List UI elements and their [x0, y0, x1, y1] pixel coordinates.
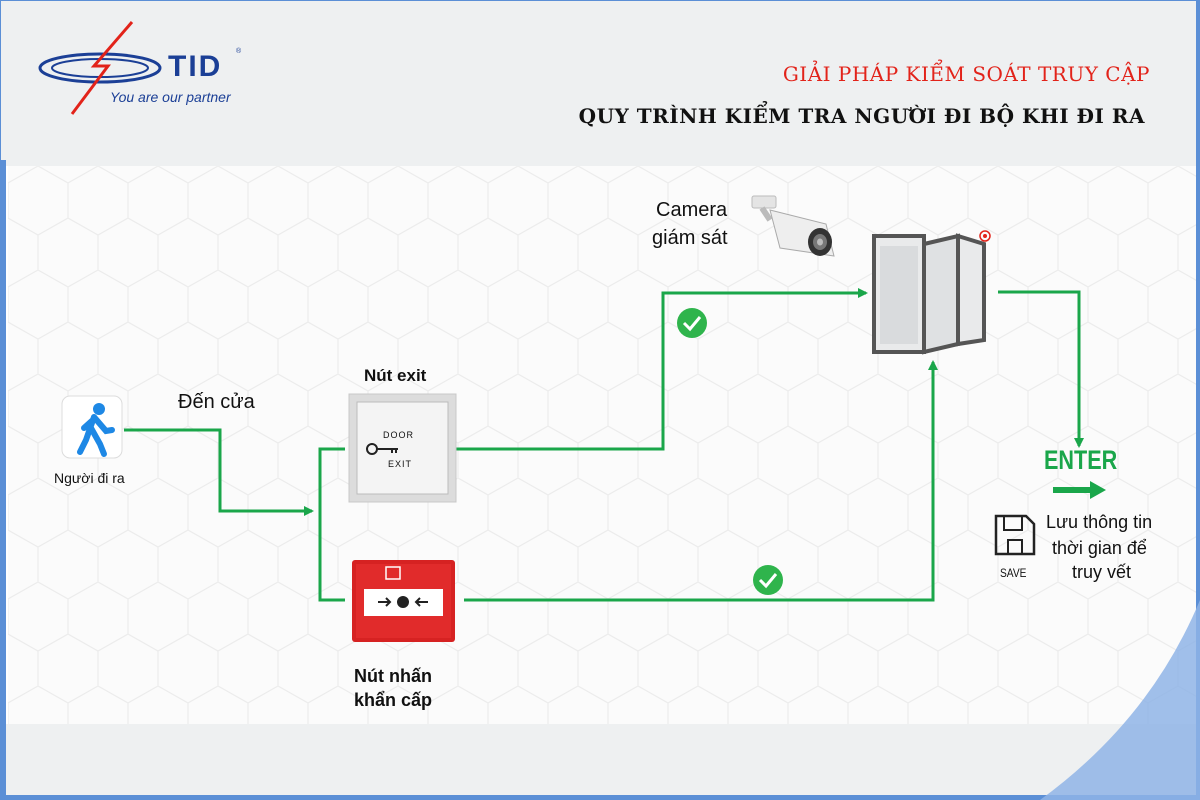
check-icon: [753, 565, 783, 595]
emergency-button-icon: [352, 560, 455, 642]
logo-registered: ®: [236, 48, 242, 55]
emergency-label-line2: khẩn cấp: [354, 690, 433, 710]
logo-text: TID: [168, 50, 223, 83]
door-key-icon: [348, 393, 457, 503]
exit-button-text-bottom: EXIT: [388, 459, 413, 469]
to-door-label: Đến cửa: [178, 391, 255, 413]
tid-logo-icon: [38, 21, 162, 115]
logo-slogan: You are our partner: [110, 89, 231, 105]
enter-label: ENTER: [1044, 445, 1118, 475]
glass-door-icon: [872, 230, 991, 355]
camera-label-line1: Camera: [656, 199, 728, 221]
header-band: [0, 0, 1200, 166]
emergency-label-line1: Nút nhấn: [354, 666, 432, 686]
walking-person-icon: [61, 395, 123, 459]
exit-button-title: Nút exit: [364, 366, 427, 385]
security-camera-icon: [751, 195, 835, 257]
flow-lines: [124, 288, 1084, 602]
check-icon: [677, 308, 707, 338]
page-title: QUY TRÌNH KIỂM TRA NGƯỜI ĐI BỘ KHI ĐI RA: [578, 104, 1145, 128]
exit-button-text-top: DOOR: [383, 430, 414, 440]
footer-band: [0, 724, 1200, 800]
page-title-red: GIẢI PHÁP KIỂM SOÁT TRUY CẬP: [782, 62, 1150, 86]
person-label: Người đi ra: [54, 470, 125, 486]
save-label: SAVE: [1000, 566, 1027, 580]
hex-pattern: [8, 166, 1196, 724]
save-floppy-icon: [994, 514, 1036, 556]
arrow-right-icon: [1053, 481, 1106, 499]
log-label-line3: truy vết: [1072, 562, 1132, 582]
log-label-line2: thời gian để: [1052, 538, 1147, 558]
camera-label-line2: giám sát: [652, 227, 728, 249]
log-label-line1: Lưu thông tin: [1046, 512, 1153, 532]
